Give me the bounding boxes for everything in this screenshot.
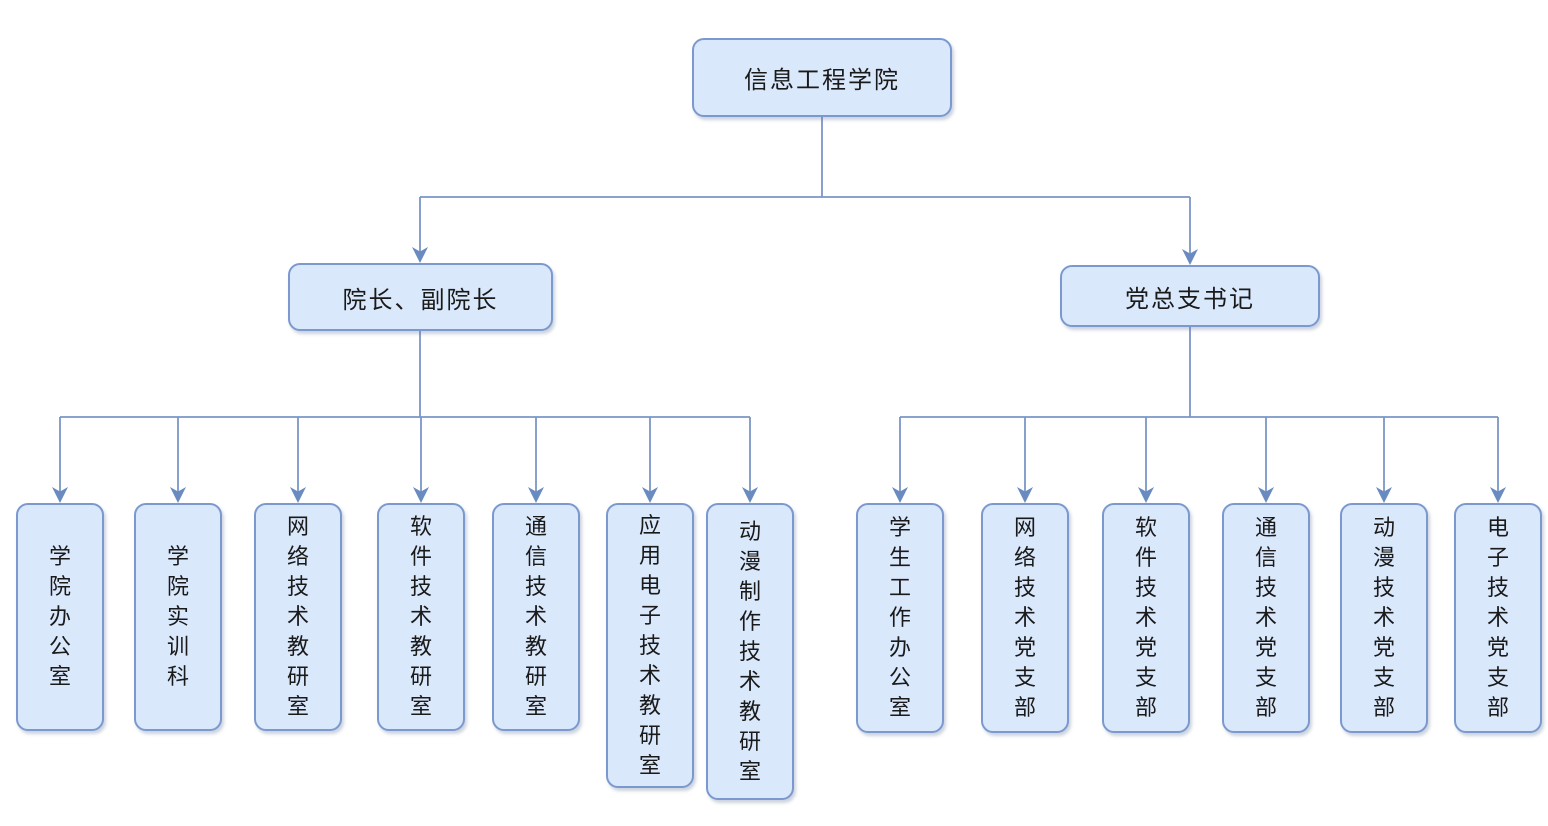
- org-node-communication-tech-teaching-office: 通 信 技 术 教 研 室: [492, 503, 580, 731]
- org-node-label: 院长、副院长: [342, 286, 499, 314]
- org-node-label: 学 生 工 作 办 公 室: [888, 515, 911, 720]
- org-node-practical-training-section: 学 院 实 训 科: [134, 503, 222, 731]
- org-node-network-tech-teaching-office: 网 络 技 术 教 研 室: [254, 503, 342, 731]
- org-node-label: 学 院 实 训 科: [166, 544, 189, 689]
- org-node-label: 应 用 电 子 技 术 教 研 室: [638, 512, 661, 778]
- org-node-label: 网 络 技 术 党 支 部: [1013, 515, 1036, 720]
- org-node-label: 通 信 技 术 教 研 室: [524, 514, 547, 719]
- org-node-label: 通 信 技 术 党 支 部: [1254, 515, 1277, 720]
- org-node-label: 电 子 技 术 党 支 部: [1486, 515, 1509, 720]
- org-node-party-secretary: 党总支书记: [1060, 265, 1320, 327]
- org-node-software-tech-party-branch: 软 件 技 术 党 支 部: [1102, 503, 1190, 733]
- org-node-animation-tech-party-branch: 动 漫 技 术 党 支 部: [1340, 503, 1428, 733]
- org-node-applied-electronics-teaching-office: 应 用 电 子 技 术 教 研 室: [606, 503, 694, 788]
- org-node-software-tech-teaching-office: 软 件 技 术 教 研 室: [377, 503, 465, 731]
- org-node-label: 动 漫 制 作 技 术 教 研 室: [738, 518, 761, 784]
- org-node-electronics-tech-party-branch: 电 子 技 术 党 支 部: [1454, 503, 1542, 733]
- org-node-college-office: 学 院 办 公 室: [16, 503, 104, 731]
- org-node-network-tech-party-branch: 网 络 技 术 党 支 部: [981, 503, 1069, 733]
- connector-lines: [59, 117, 1499, 492]
- org-node-label: 学 院 办 公 室: [48, 544, 71, 689]
- org-node-label: 软 件 技 术 党 支 部: [1134, 515, 1157, 720]
- org-node-label: 信息工程学院: [744, 67, 900, 94]
- org-node-college: 信息工程学院: [692, 38, 952, 117]
- org-node-label: 软 件 技 术 教 研 室: [409, 514, 432, 719]
- org-node-dean: 院长、副院长: [288, 263, 553, 331]
- org-node-animation-production-teaching-office: 动 漫 制 作 技 术 教 研 室: [706, 503, 794, 800]
- org-node-label: 党总支书记: [1125, 285, 1255, 313]
- org-node-label: 动 漫 技 术 党 支 部: [1372, 515, 1395, 720]
- org-node-student-affairs-office: 学 生 工 作 办 公 室: [856, 503, 944, 733]
- org-node-label: 网 络 技 术 教 研 室: [286, 514, 309, 719]
- org-node-communication-tech-party-branch: 通 信 技 术 党 支 部: [1222, 503, 1310, 733]
